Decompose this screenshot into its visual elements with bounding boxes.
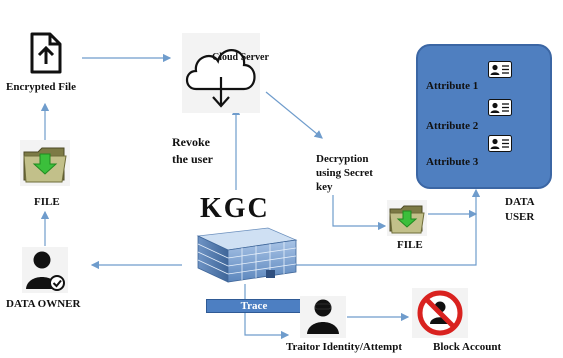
folder-icon — [20, 140, 70, 186]
arrow-decryption-to-file — [332, 195, 387, 231]
attribute-3-label: Attribute 3 — [426, 156, 479, 168]
user-icon — [300, 296, 346, 338]
encrypted-file-label: Encrypted File — [6, 81, 76, 93]
decryption-label-line3: key — [316, 181, 333, 193]
upload-file-icon — [22, 30, 68, 76]
cloud-server-label: Cloud Server — [212, 52, 269, 63]
decryption-label-line2: using Secret — [316, 167, 373, 179]
file-left-label: FILE — [34, 196, 60, 208]
data-owner-label: DATA OWNER — [6, 298, 81, 310]
trace-bar: Trace — [206, 299, 302, 313]
data-user-label-line2: USER — [505, 211, 535, 223]
block-icon — [412, 288, 468, 338]
id-card-icon — [488, 135, 512, 152]
revoke-label-line1: Revoke — [172, 135, 210, 149]
user-icon — [22, 247, 68, 293]
file-right-label: FILE — [397, 239, 423, 251]
decryption-label-line1: Decryption — [316, 153, 369, 165]
cloud-download-icon — [182, 33, 260, 113]
attribute-2-label: Attribute 2 — [426, 120, 479, 132]
building-icon — [196, 227, 298, 283]
arrow-kgc-to-datauser — [296, 188, 481, 266]
arrow-cloud-to-decryption — [265, 91, 323, 139]
kgc-title: KGC — [200, 193, 270, 224]
folder-icon — [387, 200, 427, 236]
id-card-icon — [488, 61, 512, 78]
data-user-panel — [416, 44, 552, 189]
traitor-label: Traitor Identity/Attempt — [286, 341, 402, 353]
block-account-label: Block Account — [433, 341, 502, 353]
attribute-1-label: Attribute 1 — [426, 80, 479, 92]
revoke-label-line2: the user — [172, 152, 213, 166]
data-user-label-line1: DATA — [505, 196, 535, 208]
id-card-icon — [488, 99, 512, 116]
